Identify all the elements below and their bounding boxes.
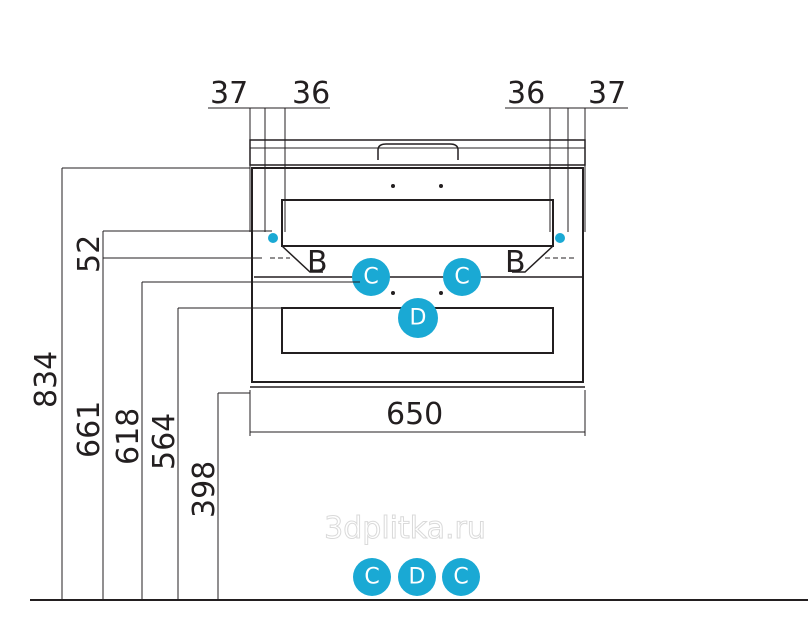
legend-c-right: C	[442, 558, 480, 596]
marker-d: D	[398, 298, 438, 338]
legend-c-left: C	[353, 558, 391, 596]
watermark: 3dplitka.ru	[324, 511, 486, 546]
svg-text:C: C	[454, 265, 469, 290]
dim-564: 564	[147, 413, 182, 470]
svg-text:C: C	[453, 565, 468, 590]
svg-text:C: C	[363, 265, 378, 290]
svg-text:C: C	[364, 565, 379, 590]
marker-b-left: B	[307, 245, 328, 280]
dimension-lines	[61, 107, 628, 600]
mount-point-right	[555, 233, 565, 243]
marker-c-right: C	[443, 258, 481, 296]
marker-b-right: B	[505, 245, 526, 280]
dim-drawer-gap: 52	[72, 235, 107, 273]
dim-top-left-inner: 36	[292, 76, 330, 111]
dim-total-height: 834	[29, 351, 64, 408]
marker-c-left: C	[352, 258, 390, 296]
dim-top-left-outer: 37	[210, 76, 248, 111]
dim-398: 398	[187, 461, 222, 518]
dim-top-right-inner: 36	[507, 76, 545, 111]
svg-text:D: D	[409, 565, 426, 590]
dim-width: 650	[386, 397, 443, 432]
dim-618: 618	[111, 408, 146, 465]
cabinet	[249, 139, 586, 388]
legend-d: D	[398, 558, 436, 596]
mount-point-left	[268, 233, 278, 243]
dim-661: 661	[72, 401, 107, 458]
dim-top-right-outer: 37	[588, 76, 626, 111]
svg-text:D: D	[410, 306, 427, 331]
